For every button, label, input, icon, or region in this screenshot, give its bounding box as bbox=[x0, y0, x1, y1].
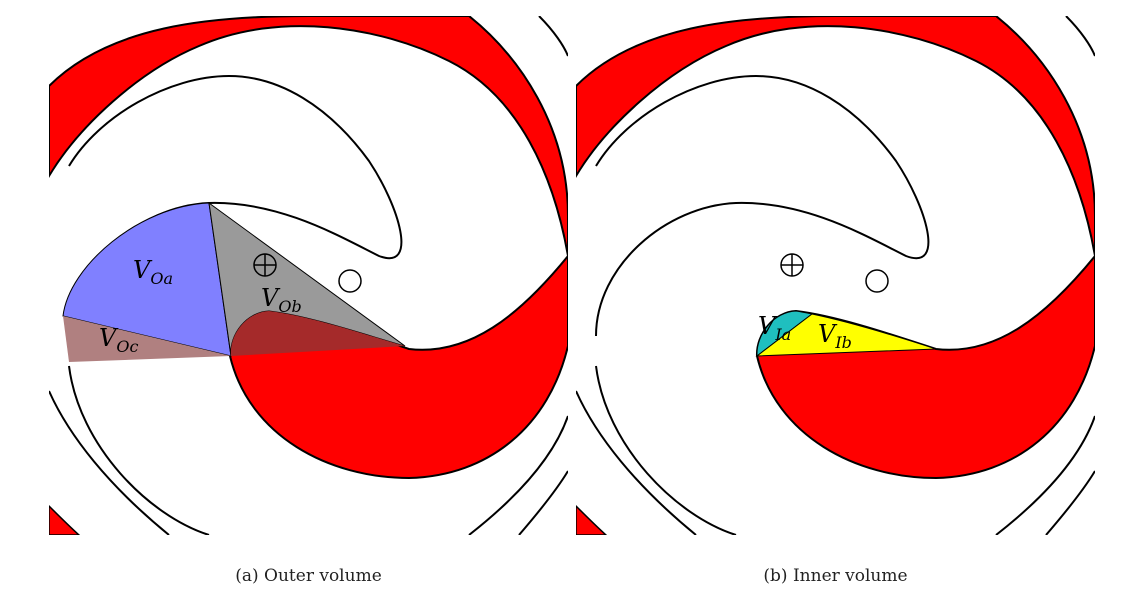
panel-inner-volume: VIa VIb bbox=[576, 16, 1095, 535]
circle-plus-icon bbox=[780, 253, 804, 277]
volume-region-ia bbox=[756, 310, 814, 357]
scroll-diagram-inner: VIa VIb bbox=[576, 16, 1095, 535]
volume-label-oc: VOc bbox=[99, 324, 138, 356]
outer-arc-4 bbox=[1065, 16, 1095, 57]
outer-arc-2 bbox=[468, 415, 568, 535]
volume-region-oa bbox=[62, 202, 232, 357]
scroll-diagram-outer: VOa VOb VOc bbox=[49, 16, 568, 535]
caption-inner-volume: (b) Inner volume bbox=[763, 566, 908, 586]
outer-arc-2 bbox=[995, 415, 1095, 535]
volume-region-ib bbox=[755, 313, 937, 357]
scroll-corner-bottom-left bbox=[49, 504, 81, 535]
volume-overlap-dark bbox=[230, 311, 405, 356]
scroll-band-outer bbox=[49, 16, 568, 257]
circle-icon bbox=[338, 269, 362, 293]
scroll-lower-outline bbox=[595, 365, 737, 535]
outer-arc-1 bbox=[576, 390, 697, 535]
volume-label-ia: VIa bbox=[758, 312, 791, 344]
outer-arc-1 bbox=[49, 390, 170, 535]
scroll-band-outer bbox=[576, 16, 1095, 257]
volume-label-ib: VIb bbox=[818, 320, 852, 352]
caption-outer-volume: (a) Outer volume bbox=[235, 566, 382, 586]
circle-plus-icon bbox=[253, 253, 277, 277]
volume-label-ob: VOb bbox=[261, 284, 302, 316]
circle-icon bbox=[865, 269, 889, 293]
volume-region-oc bbox=[63, 316, 231, 362]
scroll-lower-outline bbox=[68, 365, 210, 535]
panel-outer-volume: VOa VOb VOc bbox=[49, 16, 568, 535]
volume-label-oa: VOa bbox=[133, 256, 173, 288]
outer-arc-3 bbox=[518, 470, 568, 535]
scroll-wrap-inner bbox=[755, 254, 1095, 480]
scroll-central-outline bbox=[595, 74, 930, 337]
outer-arc-3 bbox=[1045, 470, 1095, 535]
outer-arc-4 bbox=[538, 16, 568, 57]
scroll-corner-bottom-left bbox=[576, 504, 608, 535]
